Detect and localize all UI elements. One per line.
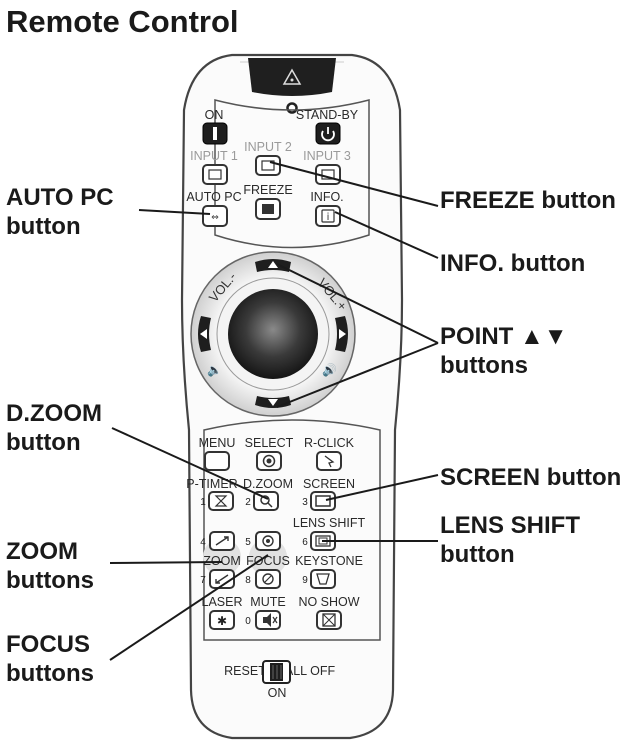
point-up-leader	[276, 263, 439, 344]
ptimer-label: P-TIMER	[186, 477, 237, 491]
menu-label: MENU	[199, 436, 236, 450]
svg-text:3: 3	[302, 497, 308, 508]
select-label: SELECT	[245, 436, 294, 450]
keystone-button[interactable]	[310, 569, 336, 589]
svg-text:0: 0	[245, 616, 251, 627]
point-left-button[interactable]	[198, 316, 211, 352]
info-label: INFO.	[310, 190, 343, 204]
laser-label: LASER	[202, 595, 243, 609]
keystone-label: KEYSTONE	[295, 554, 363, 568]
point-right-button[interactable]	[335, 316, 348, 352]
point-callout: POINT ▲▼buttons	[440, 323, 568, 379]
volume-down-icon: 🔈	[207, 363, 222, 377]
laser-emitter	[248, 58, 336, 96]
svg-text:7: 7	[200, 575, 206, 586]
lower-button-panel	[203, 419, 381, 641]
menu-button[interactable]	[204, 451, 230, 471]
zoom-label: ZOOM	[203, 554, 241, 568]
freeze-label: FREEZE	[243, 183, 292, 197]
svg-text:4: 4	[200, 537, 206, 548]
page-title: Remote Control	[6, 4, 239, 39]
input2-label: INPUT 2	[244, 140, 292, 154]
top-button-panel	[214, 99, 370, 249]
svg-text:5: 5	[245, 537, 251, 548]
laser-warning-icon	[282, 68, 302, 85]
callout-lines	[109, 161, 439, 661]
focus-leader	[109, 554, 269, 661]
svg-text:1: 1	[200, 497, 206, 508]
screen-leader	[325, 474, 439, 501]
input1-label: INPUT 1	[190, 149, 238, 163]
rclick-button[interactable]	[316, 451, 342, 471]
auto-pc-label: AUTO PC	[186, 190, 241, 204]
focus-label: FOCUS	[246, 554, 290, 568]
screen-button[interactable]	[310, 491, 336, 511]
svg-text:6: 6	[302, 537, 308, 548]
zoom-leader	[109, 561, 223, 564]
lens-shift-label: LENS SHIFT	[293, 516, 366, 530]
dzoom-leader	[111, 427, 269, 500]
mute-label: MUTE	[250, 595, 285, 609]
svg-text:i: i	[327, 212, 330, 223]
dzoom-button[interactable]	[253, 491, 279, 511]
svg-text:✱: ✱	[217, 614, 227, 628]
input3-label: INPUT 3	[303, 149, 351, 163]
standby-label: STAND-BY	[296, 108, 359, 122]
volume-up-icon: 🔊	[322, 362, 337, 377]
all-off-label: ALL OFF	[285, 664, 336, 678]
no-show-label: NO SHOW	[298, 595, 359, 609]
auto-pc-button[interactable]	[202, 205, 228, 227]
point-up-button[interactable]	[255, 259, 291, 272]
rclick-label: R-CLICK	[304, 436, 355, 450]
laser-button[interactable]	[209, 610, 235, 630]
svg-text:9: 9	[302, 575, 308, 586]
freeze-leader	[269, 161, 439, 207]
input1-button[interactable]	[202, 164, 228, 185]
svg-text:⇔: ⇔	[211, 213, 219, 223]
on-label: ON	[205, 108, 224, 122]
svg-text:8: 8	[245, 575, 251, 586]
auto-pc-leader	[138, 209, 211, 215]
input2-button[interactable]	[255, 155, 281, 176]
power-icon	[321, 127, 335, 142]
screen-label: SCREEN	[303, 477, 355, 491]
switch-on-label: ON	[268, 686, 287, 700]
dzoom-label: D.ZOOM	[243, 477, 293, 491]
pointer-pad[interactable]	[228, 289, 318, 379]
screen-callout: SCREEN button	[440, 464, 622, 491]
point-down-leader	[276, 342, 439, 408]
info-leader	[334, 211, 439, 259]
reset-label: RESET	[224, 664, 266, 678]
freeze-callout: FREEZE button	[440, 187, 616, 214]
info-callout: INFO. button	[440, 250, 586, 277]
svg-text:2: 2	[245, 497, 251, 508]
